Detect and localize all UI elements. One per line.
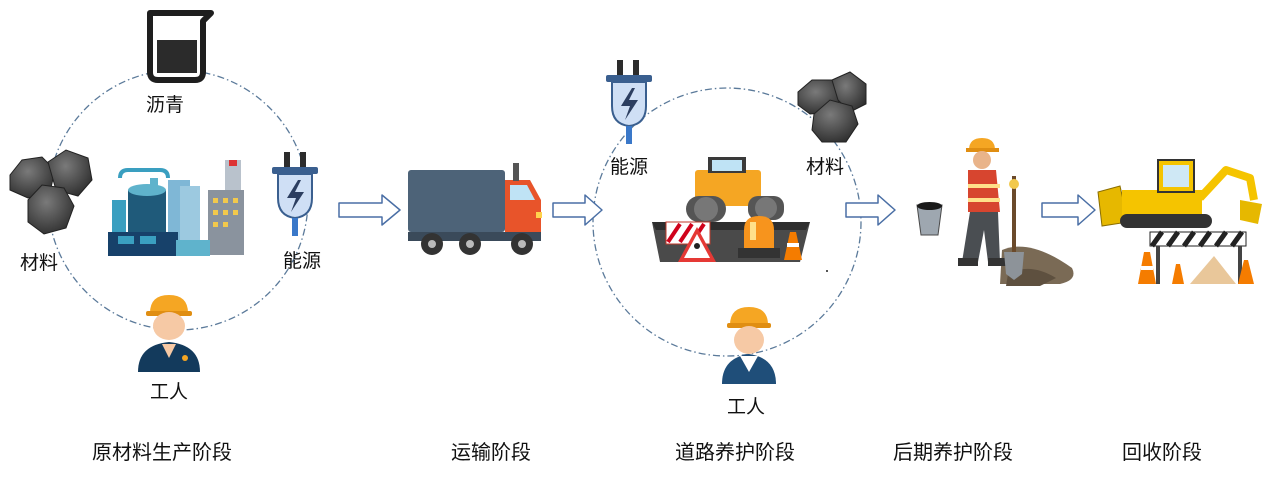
energy-label: 能源 <box>610 156 649 178</box>
flow-arrow-icon <box>338 194 401 226</box>
stage-title-post-maintenance: 后期养护阶段 <box>893 440 1013 464</box>
energy-label: 能源 <box>283 250 322 272</box>
flow-arrow-icon <box>1041 194 1096 226</box>
worker-label: 工人 <box>727 396 766 418</box>
factory-icon <box>108 160 244 256</box>
rock-pile-icon <box>797 71 867 143</box>
flow-arrow-icon <box>845 194 896 226</box>
road-roller-icon <box>652 157 810 262</box>
stage-title-transport: 运输阶段 <box>451 440 531 464</box>
rock-pile-icon <box>9 149 93 235</box>
worker-icon <box>722 307 776 384</box>
worker-label: 工人 <box>150 381 189 403</box>
stage-title-recycling: 回收阶段 <box>1122 440 1202 464</box>
truck-icon <box>408 163 542 255</box>
bulldozer-icon <box>1097 159 1262 284</box>
asphalt-label: 沥青 <box>146 94 185 116</box>
materials-label: 材料 <box>20 252 59 274</box>
beaker-icon <box>147 10 214 83</box>
worker-with-shovel-icon <box>916 138 1074 286</box>
stage-title-road-maintenance: 道路养护阶段 <box>675 440 795 464</box>
stage3-cycle-circle <box>592 87 862 357</box>
power-plug-icon <box>606 60 652 144</box>
worker-icon <box>138 295 200 372</box>
flow-arrow-icon <box>552 194 603 226</box>
materials-label: 材料 <box>806 156 845 178</box>
power-plug-icon <box>272 152 318 236</box>
stage-title-raw-material-production: 原材料生产阶段 <box>92 440 232 464</box>
